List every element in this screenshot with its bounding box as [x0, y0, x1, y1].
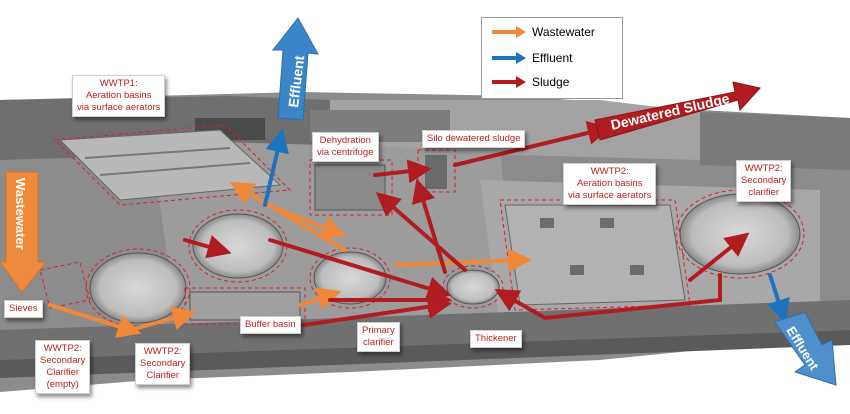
outline-wwtp1-aeration [53, 124, 292, 206]
label-line: Buffer basin [245, 319, 296, 330]
sludge-arrow-return [494, 273, 722, 321]
label-thickener: Thickener [470, 330, 522, 348]
label-line: Silo dewatered sludge [427, 133, 521, 144]
label-line: Thickener [475, 333, 517, 344]
sludge-arrow-1 [183, 235, 232, 259]
label-wwtp2-secondary-right: WWTP2: Secondary clarifier [736, 160, 792, 202]
sludge-arrow-to-clarifier [688, 232, 750, 282]
wastewater-in-arrow: Wastewater [0, 171, 48, 293]
effluent-top-arrow: Effluent [271, 17, 319, 121]
label-line: WWTP1: [99, 78, 138, 89]
label-dehydration: Dehydration via centrifuge [312, 132, 379, 162]
effluent-line-top [263, 128, 289, 207]
effluent-flow-arrows [263, 128, 790, 324]
sludge-arrow-8 [453, 121, 612, 167]
label-line: Secondary [40, 355, 86, 366]
ww-arrow-buffer-to-primary [298, 287, 342, 311]
label-line: WWTP2: [744, 163, 783, 174]
legend-item-effluent: Effluent [492, 50, 572, 66]
legend-item-sludge: Sludge [492, 74, 569, 90]
label-line: Aeration basins [576, 178, 643, 189]
label-line: via centrifuge [317, 147, 374, 158]
legend-label: Wastewater [532, 25, 595, 39]
legend-arrow-icon [492, 76, 526, 88]
sludge-arrow-7 [412, 178, 447, 274]
legend-item-wastewater: Wastewater [492, 24, 595, 40]
wastewater-in-label: Wastewater [13, 178, 28, 250]
label-line: Primary [362, 325, 395, 336]
label-buffer-basin: Buffer basin [240, 316, 301, 334]
legend-label: Sludge [532, 75, 570, 89]
sludge-arrow-5 [375, 192, 467, 272]
label-line: Dehydration [319, 135, 371, 146]
effluent-line-bottom [766, 273, 790, 324]
ww-arrow-primary-to-aeration1 [229, 181, 347, 252]
label-line: (empty) [46, 379, 79, 390]
label-primary-clarifier: Primary clarifier [357, 322, 400, 352]
label-sieves: Sieves [4, 300, 43, 318]
effluent-top-label: Effluent [285, 54, 307, 108]
label-line: Clarifier [146, 370, 180, 381]
label-line: WWTP2: [43, 343, 82, 354]
label-line: clarifier [363, 337, 394, 348]
label-line: WWTP2: [143, 346, 182, 357]
legend-label: Effluent [532, 51, 573, 65]
label-line: clarifier [748, 187, 780, 198]
label-line: Sieves [9, 303, 38, 314]
label-line: Aeration basins [85, 90, 152, 101]
label-line: via surface aerators [77, 102, 161, 113]
outline-wwtp2-secondary-right [675, 189, 805, 279]
label-wwtp2-secondary-clarifier: WWTP2: Secondary Clarifier [135, 343, 191, 385]
label-line: Secondary [140, 358, 186, 369]
legend-arrow-icon [492, 52, 526, 64]
sludge-flow-arrows [183, 121, 750, 332]
label-line: via surface aerators [568, 190, 652, 201]
legend: Wastewater Effluent Sludge [481, 17, 623, 99]
legend-arrow-icon [492, 26, 526, 38]
sludge-arrow-6 [373, 159, 432, 184]
sludge-arrow-2 [268, 238, 452, 300]
outline-sieves [39, 261, 91, 309]
label-line: Clarifier [46, 367, 80, 378]
ww-arrow-to-buffer [128, 306, 197, 332]
label-wwtp2-secondary-empty: WWTP2: Secondary Clarifier (empty) [35, 340, 91, 394]
label-line: Secondary [741, 175, 787, 186]
label-wwtp2-aeration: WWTP2: Aeration basins via surface aerat… [563, 163, 657, 205]
ww-arrow-sieves-to-basin [48, 303, 142, 338]
label-silo: Silo dewatered sludge [422, 130, 526, 148]
ww-arrow-aeration1-branch [273, 206, 347, 239]
label-line: WWTP2: [590, 166, 629, 177]
label-wwtp1-aeration: WWTP1: Aeration basins via surface aerat… [72, 75, 166, 117]
